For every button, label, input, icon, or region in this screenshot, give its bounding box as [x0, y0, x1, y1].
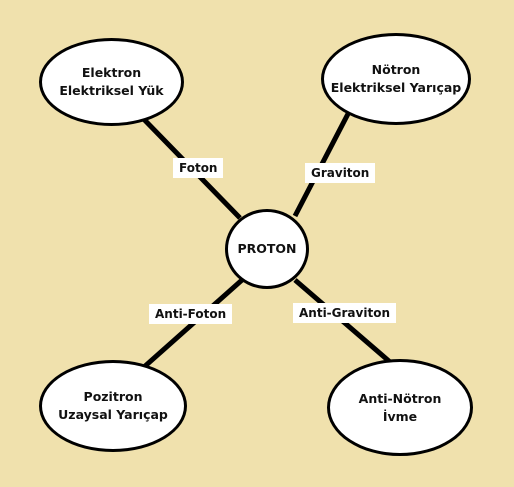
node-bottom-right-line2: İvme	[382, 408, 418, 424]
node-top-right-line1: Nötron	[371, 62, 421, 77]
node-top-left-line2: Elektriksel Yük	[59, 83, 164, 98]
node-bottom-left-line2: Uzaysal Yarıçap	[58, 407, 168, 422]
node-top-right-line2: Elektriksel Yarıçap	[330, 80, 462, 95]
node-bottom-left: Pozitron Uzaysal Yarıçap	[39, 360, 187, 452]
edge-label-top-right: Graviton	[305, 163, 376, 183]
node-top-left: Elektron Elektriksel Yük	[39, 38, 184, 126]
edge-label-bottom-right: Anti-Graviton	[293, 303, 396, 323]
edge-label-bottom-left: Anti-Foton	[149, 304, 233, 324]
node-bottom-right-line1: Anti-Nötron	[358, 390, 442, 406]
node-bottom-right: Anti-Nötron İvme	[327, 359, 473, 456]
node-top-left-line1: Elektron	[81, 65, 142, 80]
node-center: PROTON	[225, 209, 309, 289]
node-center-label: PROTON	[237, 241, 297, 256]
node-top-right: Nötron Elektriksel Yarıçap	[321, 33, 471, 125]
connector-bottom-left	[133, 278, 244, 377]
edge-label-top-left: Foton	[173, 158, 224, 178]
node-bottom-left-line1: Pozitron	[83, 389, 143, 404]
